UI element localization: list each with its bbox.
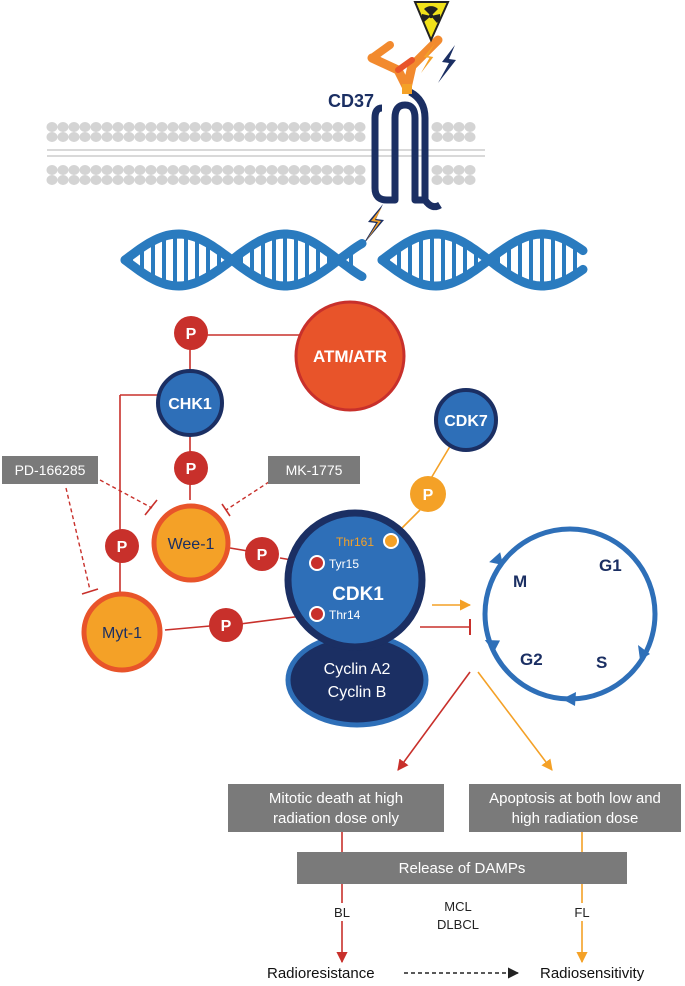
cyclin-node: Cyclin A2 Cyclin B [285,632,429,728]
atm-atr-label: ATM/ATR [313,347,387,366]
cdk7-node: CDK7 [434,388,498,452]
fl-label: FL [574,905,589,920]
cyclin-a2-label: Cyclin A2 [324,661,391,678]
bl-label-bg [328,903,356,921]
phospho-label: P [423,487,434,504]
phase-g2: G2 [520,650,543,669]
pd166285-box: PD-166285 [2,456,98,484]
phospho-p6: P [410,476,446,512]
phospho-p5: P [209,608,243,642]
arrow-to-apoptosis [477,671,553,771]
radiosensitivity-label: Radiosensitivity [540,965,645,982]
mk1775-label: MK-1775 [286,462,343,478]
phase-g1: G1 [599,556,622,575]
dlbcl-label: DLBCL [437,917,479,932]
pd166285-label: PD-166285 [15,462,86,478]
thr161-label: Thr161 [336,535,374,549]
apoptosis-box: Apoptosis at both low and high radiation… [469,784,681,832]
cdk7-label: CDK7 [444,413,488,430]
phospho-p4: P [245,537,279,571]
mitotic-death-box: Mitotic death at high radiation dose onl… [228,784,444,832]
chk1-label: CHK1 [168,396,212,413]
cell-membrane [46,116,485,186]
antibody-icon [367,35,443,94]
phase-s: S [596,653,607,672]
atm-atr-node: ATM/ATR [294,300,406,412]
mk1775-box: MK-1775 [268,456,360,484]
myt1-label: Myt-1 [102,625,142,642]
cdk1-to-cycle [420,599,472,635]
myt1-node: Myt-1 [81,591,163,673]
phospho-label: P [186,326,197,343]
phosphosite-thr14: Thr14 [309,606,361,622]
phospho-p1: P [174,316,208,350]
chk1-node: CHK1 [156,369,224,437]
phosphosite-thr161: Thr161 [336,533,399,549]
radioresistance-label: Radioresistance [267,965,375,982]
mitotic-line1: Mitotic death at high [269,790,403,807]
phosphosite-tyr15: Tyr15 [309,555,359,571]
wee1-node: Wee-1 [151,503,231,583]
phospho-label: P [257,547,268,564]
arrow-to-mitotic [397,671,471,771]
thr14-label: Thr14 [329,608,361,622]
cd37-receptor [371,88,442,211]
phospho-label: P [117,539,128,556]
phospho-p3: P [105,529,139,563]
mitotic-line2: radiation dose only [273,810,399,827]
wee1-label: Wee-1 [168,536,215,553]
cell-cycle: M G1 G2 S [482,526,658,706]
damps-box: Release of DAMPs [297,852,627,884]
mcl-label: MCL [444,899,471,914]
lightning-bolt-icon [420,42,456,83]
tyr15-label: Tyr15 [329,557,359,571]
apoptosis-line1: Apoptosis at both low and [489,790,661,807]
fl-label-bg [568,903,596,921]
inhibitor-bars [81,499,231,595]
inhibitor-lines [65,477,276,591]
lightning-bolt-icon [362,204,384,246]
phospho-label: P [221,618,232,635]
phospho-label: P [186,461,197,478]
radiation-hazard-icon [413,0,450,43]
damps-label: Release of DAMPs [399,860,526,877]
phospho-p2: P [174,451,208,485]
apoptosis-line2: high radiation dose [512,810,639,827]
phase-m: M [513,572,527,591]
bl-label: BL [334,905,350,920]
cd37-label: CD37 [328,91,374,111]
dna-helix [120,229,588,291]
cdk1-node: CDK1 [284,509,426,651]
cyclin-b-label: Cyclin B [328,684,387,701]
cdk1-label: CDK1 [332,584,384,605]
